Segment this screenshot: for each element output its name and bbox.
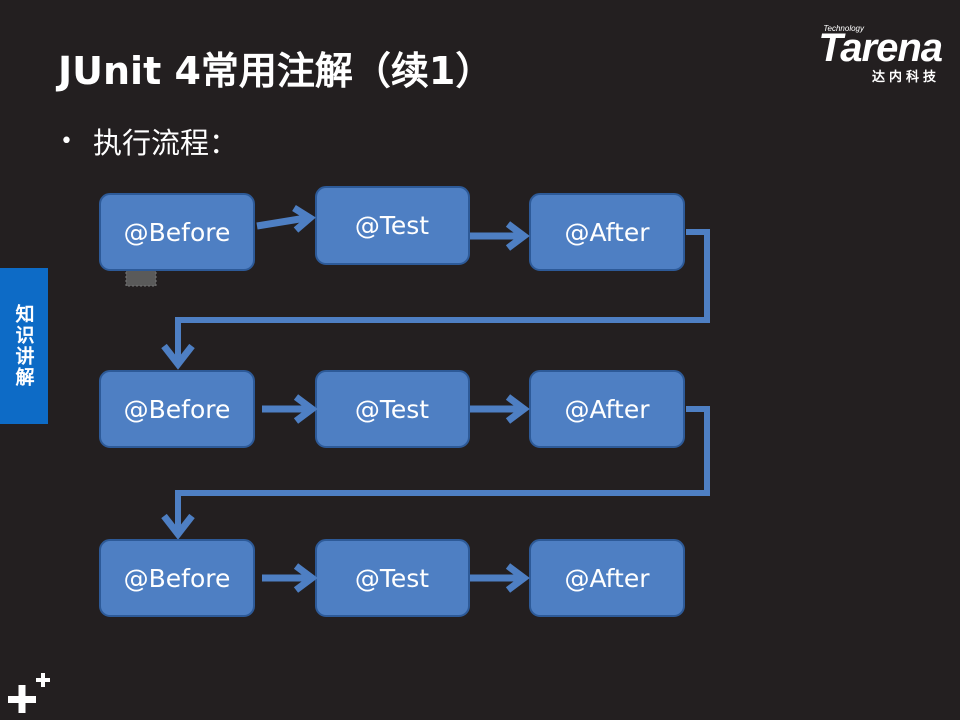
node-test-3: @Test xyxy=(315,539,470,617)
bullet-text: 执行流程： xyxy=(92,126,238,160)
node-test-2: @Test xyxy=(315,370,470,448)
node-test-2-label: @Test xyxy=(355,395,429,424)
slide-title: JUnit 4常用注解（续1） xyxy=(58,49,494,93)
side-tab-label: 知识讲解 xyxy=(12,304,35,388)
node-after-2: @After xyxy=(529,370,685,448)
row-3: @Before @Test @After xyxy=(99,539,685,617)
connector-2-head xyxy=(161,513,195,540)
connector-1-head xyxy=(161,343,195,370)
node-before-2: @Before xyxy=(99,370,255,448)
arrow-r1-1 xyxy=(256,214,307,230)
logo-wordmark: Tarena xyxy=(818,26,943,70)
node-before-1-label: @Before xyxy=(124,218,231,247)
logo-technology-text: Technology xyxy=(823,24,864,33)
logo-subtitle: 达内科技 xyxy=(871,70,940,85)
tarena-logo: Technology Tarena 达内科技 xyxy=(772,22,943,85)
node-before-3: @Before xyxy=(99,539,255,617)
node-test-1: @Test xyxy=(315,186,470,265)
plus-plus-icon xyxy=(8,673,50,713)
connector-2 xyxy=(175,406,710,532)
node-test-1-label: @Test xyxy=(355,211,429,240)
node-before-1: @Before xyxy=(99,193,255,271)
node-after-3-label: @After xyxy=(564,564,650,593)
bullet-dot-icon: • xyxy=(60,128,73,154)
node-after-2-label: @After xyxy=(564,395,650,424)
node-before-2-label: @Before xyxy=(124,395,231,424)
row-2: @Before @Test @After xyxy=(99,370,685,448)
bullet-item: • 执行流程： xyxy=(60,120,238,162)
node-after-1-label: @After xyxy=(564,218,650,247)
node-test-3-label: @Test xyxy=(355,564,429,593)
node-after-1: @After xyxy=(529,193,685,271)
connector-1 xyxy=(175,229,710,362)
node-after-3: @After xyxy=(529,539,685,617)
side-tab: 知识讲解 xyxy=(0,268,48,424)
row-1: @Before @Test @After xyxy=(99,186,685,271)
node-before-3-label: @Before xyxy=(124,564,231,593)
